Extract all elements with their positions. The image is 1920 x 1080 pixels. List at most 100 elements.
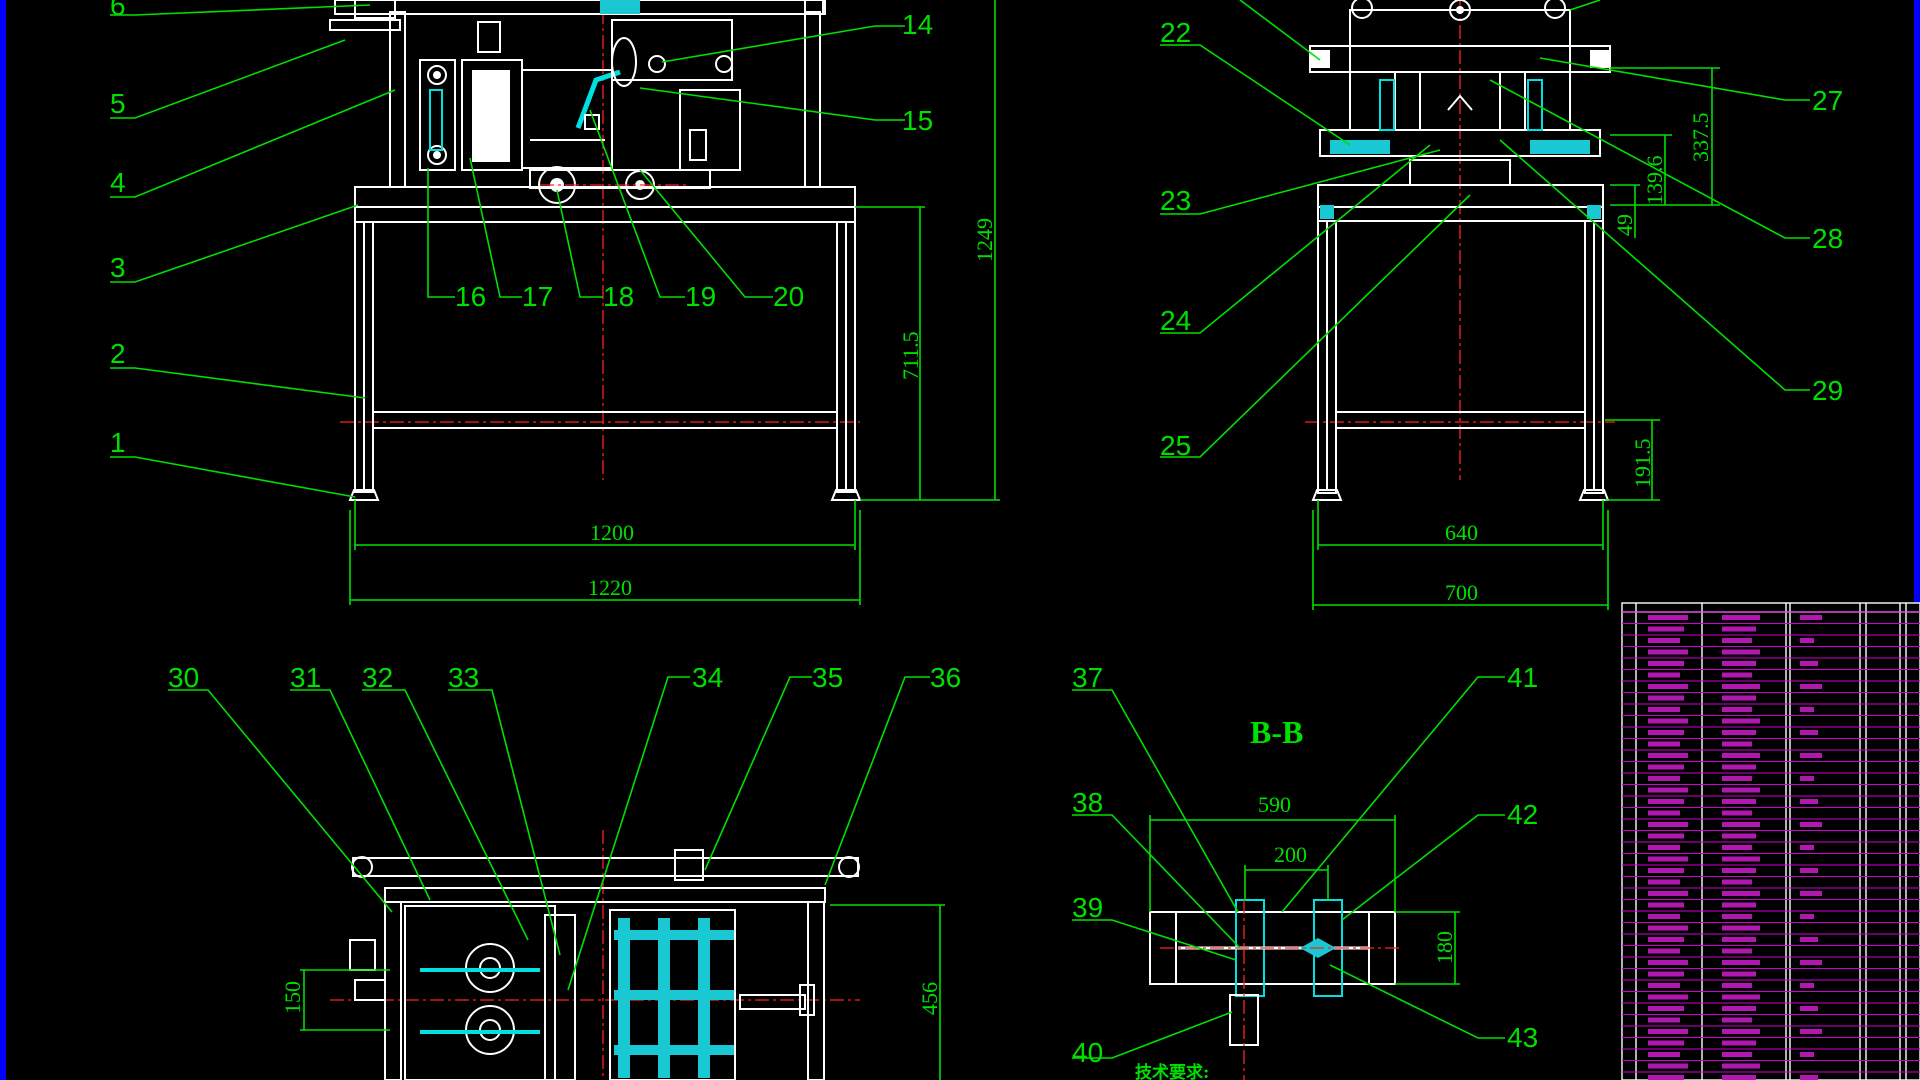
bom-cell-fill — [1722, 661, 1756, 666]
bom-cell-fill — [1800, 615, 1822, 620]
bom-cell-fill — [1800, 960, 1822, 965]
bom-cell-fill — [1648, 799, 1684, 804]
front-table-rail — [354, 206, 856, 223]
bom-cell-fill — [1722, 764, 1756, 770]
top-dim-456: 456 — [917, 982, 942, 1015]
balloon-43: 43 — [1507, 1022, 1538, 1053]
section-dim-200: 200 — [1274, 842, 1307, 867]
bom-cell-fill — [1722, 695, 1756, 701]
bom-cell-fill — [1722, 822, 1760, 827]
front-gear-column — [419, 59, 456, 171]
bom-cell-fill — [1648, 1017, 1680, 1023]
bom-cell-fill — [1648, 856, 1688, 862]
bom-cell-fill — [1722, 776, 1752, 781]
bom-cell-fill — [1648, 741, 1680, 747]
bom-cell-fill — [1722, 672, 1752, 678]
balloon-40: 40 — [1072, 1037, 1103, 1068]
bom-cell-fill — [1722, 983, 1752, 988]
balloon-29: 29 — [1812, 375, 1843, 406]
bom-cell-fill — [1722, 971, 1756, 977]
section-dim-180: 180 — [1432, 931, 1457, 964]
bom-cell-fill — [1800, 661, 1818, 666]
bom-cell-fill — [1722, 925, 1760, 931]
balloon-28: 28 — [1812, 223, 1843, 254]
bom-cell-fill — [1722, 1017, 1752, 1023]
bom-cell-fill — [1800, 845, 1814, 850]
bom-cell-fill — [1648, 1052, 1680, 1057]
bom-cell-fill — [1648, 983, 1680, 988]
bom-cell-fill — [1648, 868, 1684, 873]
bom-cell-fill — [1722, 868, 1756, 873]
balloon-17: 17 — [522, 281, 553, 312]
bom-cell-fill — [1722, 960, 1760, 965]
top-cyan-grid — [609, 909, 736, 1080]
balloon-6: 6 — [110, 0, 126, 21]
bom-cell-fill — [1648, 937, 1684, 942]
bom-cell-fill — [1800, 983, 1814, 988]
bom-cell-fill — [1800, 684, 1822, 689]
bom-cell-fill — [1722, 856, 1760, 862]
bom-cell-fill — [1648, 822, 1688, 827]
right-frame-edge — [1914, 0, 1920, 1080]
front-dim-1249: 1249 — [972, 218, 997, 262]
bom-cell-fill — [1648, 948, 1680, 954]
balloon-3: 3 — [110, 252, 126, 283]
balloon-33: 33 — [448, 662, 479, 693]
technical-requirements-note: 技术要求: — [1135, 1062, 1209, 1080]
bom-cell-fill — [1800, 753, 1822, 758]
balloon-15: 15 — [902, 105, 933, 136]
bom-cell-fill — [1648, 925, 1688, 931]
side-dim-191: 191.5 — [1630, 439, 1655, 489]
bom-cell-fill — [1722, 684, 1760, 689]
bom-cell-fill — [1722, 615, 1760, 620]
bom-cell-fill — [1722, 937, 1756, 942]
bom-cell-fill — [1648, 914, 1680, 919]
bom-cell-fill — [1722, 741, 1752, 747]
bom-cell-fill — [1722, 718, 1760, 724]
bom-cell-fill — [1800, 730, 1818, 735]
bom-cell-fill — [1800, 868, 1818, 873]
balloon-22: 22 — [1160, 17, 1191, 48]
bom-cell-fill — [1722, 1006, 1756, 1011]
front-dim-1200: 1200 — [590, 520, 634, 545]
balloon-1: 1 — [110, 427, 126, 458]
bom-cell-fill — [1722, 902, 1756, 908]
bom-cell-fill — [1648, 730, 1684, 735]
bom-cell-fill — [1722, 914, 1752, 919]
bom-cell-fill — [1800, 1029, 1822, 1034]
bom-cell-fill — [1648, 684, 1688, 689]
bom-cell-fill — [1648, 1029, 1688, 1034]
bom-cell-fill — [1722, 1040, 1756, 1046]
front-small-box — [477, 21, 501, 53]
balloon-18: 18 — [603, 281, 634, 312]
bom-cell-fill — [1648, 753, 1688, 758]
top-view: 150 456 30 31 32 33 34 35 36 — [168, 662, 961, 1080]
side-dim-640: 640 — [1445, 520, 1478, 545]
front-upper-left-column — [389, 11, 406, 188]
bom-cell-fill — [1648, 879, 1680, 885]
balloon-4: 4 — [110, 167, 126, 198]
bom-cell-fill — [1722, 707, 1752, 712]
front-view: 1200 1220 711.5 1249 6 5 4 3 2 1 14 15 1… — [110, 0, 1000, 605]
front-right-block — [611, 19, 733, 81]
bom-cell-fill — [1648, 1006, 1684, 1011]
section-dim-590: 590 — [1258, 792, 1291, 817]
bom-cell-fill — [1722, 845, 1752, 850]
balloon-2: 2 — [110, 338, 126, 369]
bom-cell-fill — [1800, 776, 1814, 781]
balloon-30: 30 — [168, 662, 199, 693]
bom-cell-fill — [1648, 1075, 1684, 1080]
bom-cell-fill — [1800, 891, 1822, 896]
bom-cell-fill — [1648, 994, 1688, 1000]
bom-cell-fill — [1648, 718, 1688, 724]
bom-cell-fill — [1722, 810, 1752, 816]
front-lower-stretcher — [372, 411, 838, 429]
balloon-31: 31 — [290, 662, 321, 693]
bom-cell-fill — [1648, 661, 1684, 666]
balloon-20: 20 — [773, 281, 804, 312]
bom-cell-fill — [1800, 822, 1822, 827]
balloon-39: 39 — [1072, 892, 1103, 923]
bom-cell-fill — [1648, 672, 1680, 678]
bom-cell-fill — [1648, 615, 1688, 620]
